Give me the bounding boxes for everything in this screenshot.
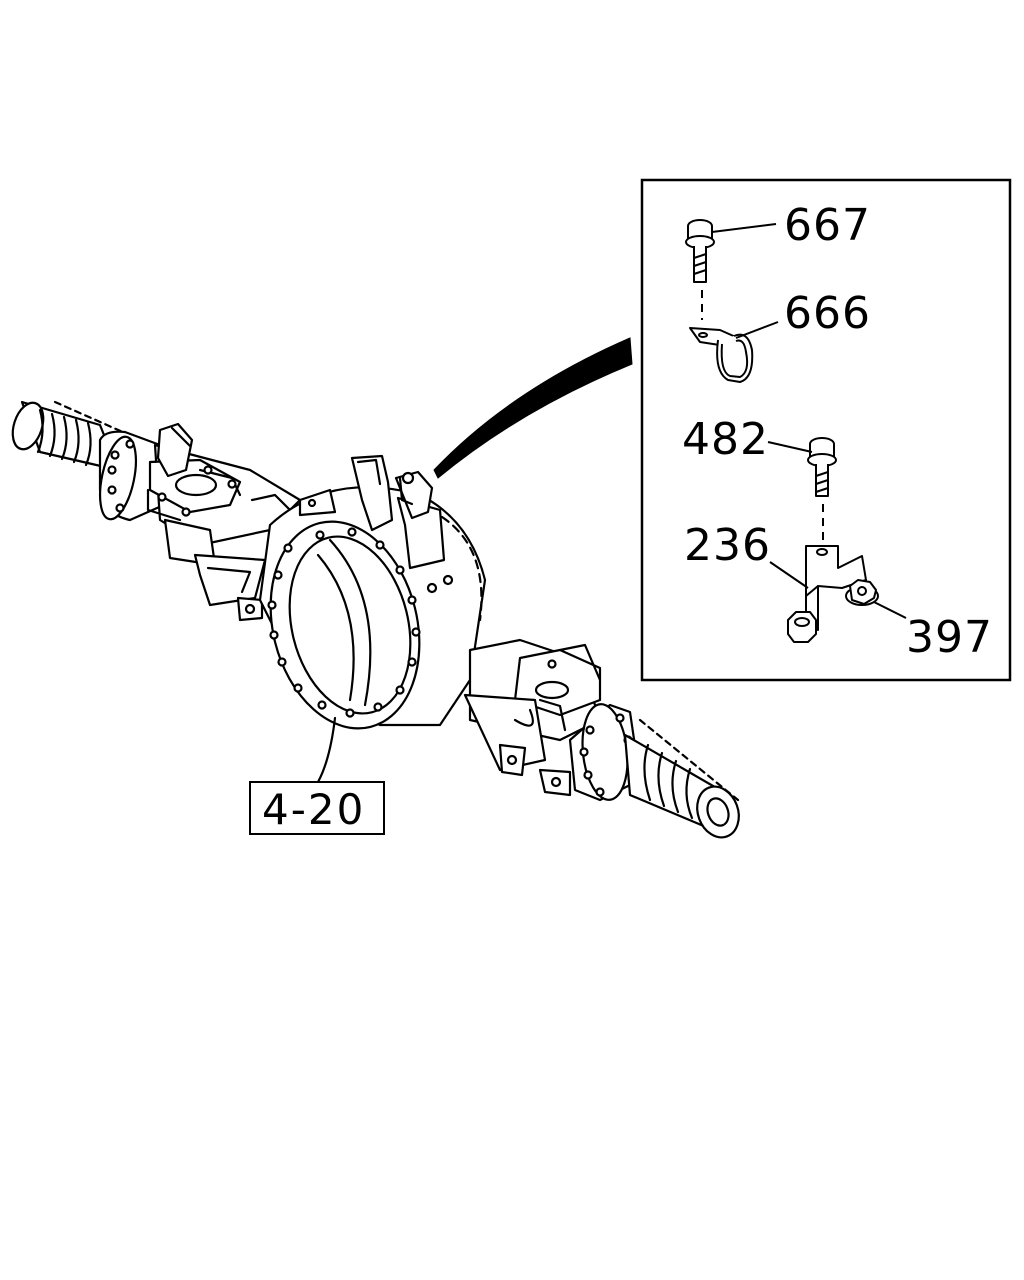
nut-397-icon — [845, 579, 879, 606]
left-housing-section — [146, 422, 302, 622]
reference-leader-line — [316, 716, 337, 784]
clip-666-icon — [689, 327, 754, 383]
callout-666-label: 666 — [784, 288, 871, 339]
callout-482-label: 482 — [682, 414, 769, 465]
callout-397-label: 397 — [906, 612, 993, 663]
callout-667-label: 667 — [784, 200, 871, 251]
callout-236-label: 236 — [684, 520, 771, 571]
top-mounting-bracket — [350, 454, 446, 570]
reference-label: 4-20 — [262, 785, 365, 834]
right-axle-spindle — [623, 718, 740, 839]
right-housing-section — [463, 638, 602, 797]
left-axle-spindle — [11, 400, 127, 472]
bolt-667-icon — [685, 219, 715, 283]
bolt-482-icon — [807, 437, 837, 497]
reference-box — [249, 781, 385, 835]
detail-leader-lines — [711, 223, 907, 619]
detail-callout-pointer — [433, 337, 633, 479]
axle-housing-drawing — [11, 400, 740, 839]
differential-ring — [267, 520, 421, 730]
nut-lower-icon — [787, 611, 817, 643]
